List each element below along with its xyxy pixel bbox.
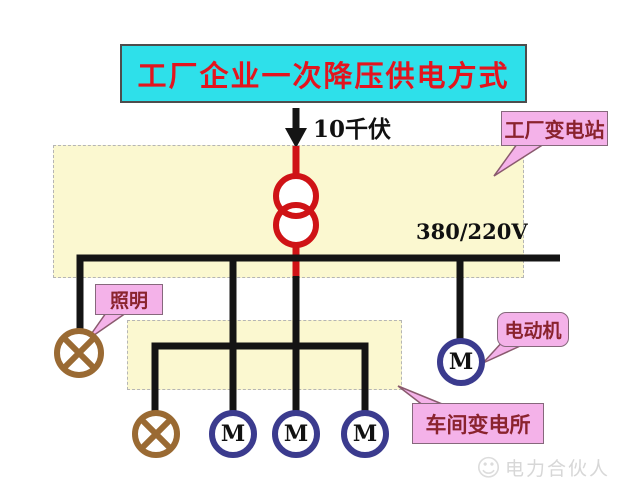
bus-voltage-label: 380/220V — [416, 219, 528, 244]
watermark-logo-icon: ☺ — [476, 453, 502, 482]
motor-letter-2: M — [283, 421, 309, 447]
motor-letter-main: M — [448, 349, 474, 375]
lamp-icon-main — [54, 328, 104, 378]
incoming-arrow-icon — [285, 108, 307, 148]
motor-icon-1 — [209, 410, 257, 458]
main-busbar — [76, 254, 560, 331]
diagram-title: 工厂企业一次降压供电方式 — [120, 44, 527, 103]
callout-workshop-substation: 车间变电所 — [412, 403, 544, 444]
incoming-voltage-label: 10千伏 — [313, 116, 392, 143]
watermark-text: 电力合伙人 — [505, 458, 611, 480]
motor-letter-1: M — [220, 421, 246, 447]
motor-icon-main — [437, 338, 485, 386]
callout-motor: 电动机 — [497, 312, 569, 347]
lamp-icon-workshop — [132, 410, 180, 458]
motor-icon-3 — [341, 410, 389, 458]
watermark: ☺ 电力合伙人 — [476, 454, 610, 481]
motor-icon-2 — [272, 410, 320, 458]
callout-lighting: 照明 — [95, 284, 163, 315]
motor-letter-3: M — [352, 421, 378, 447]
transformer-icon — [273, 173, 319, 248]
workshop-busbar — [151, 342, 369, 412]
callout-factory-substation: 工厂变电站 — [501, 111, 608, 146]
workshop-substation-area — [127, 320, 402, 390]
callout-pointer-factory — [493, 143, 547, 177]
